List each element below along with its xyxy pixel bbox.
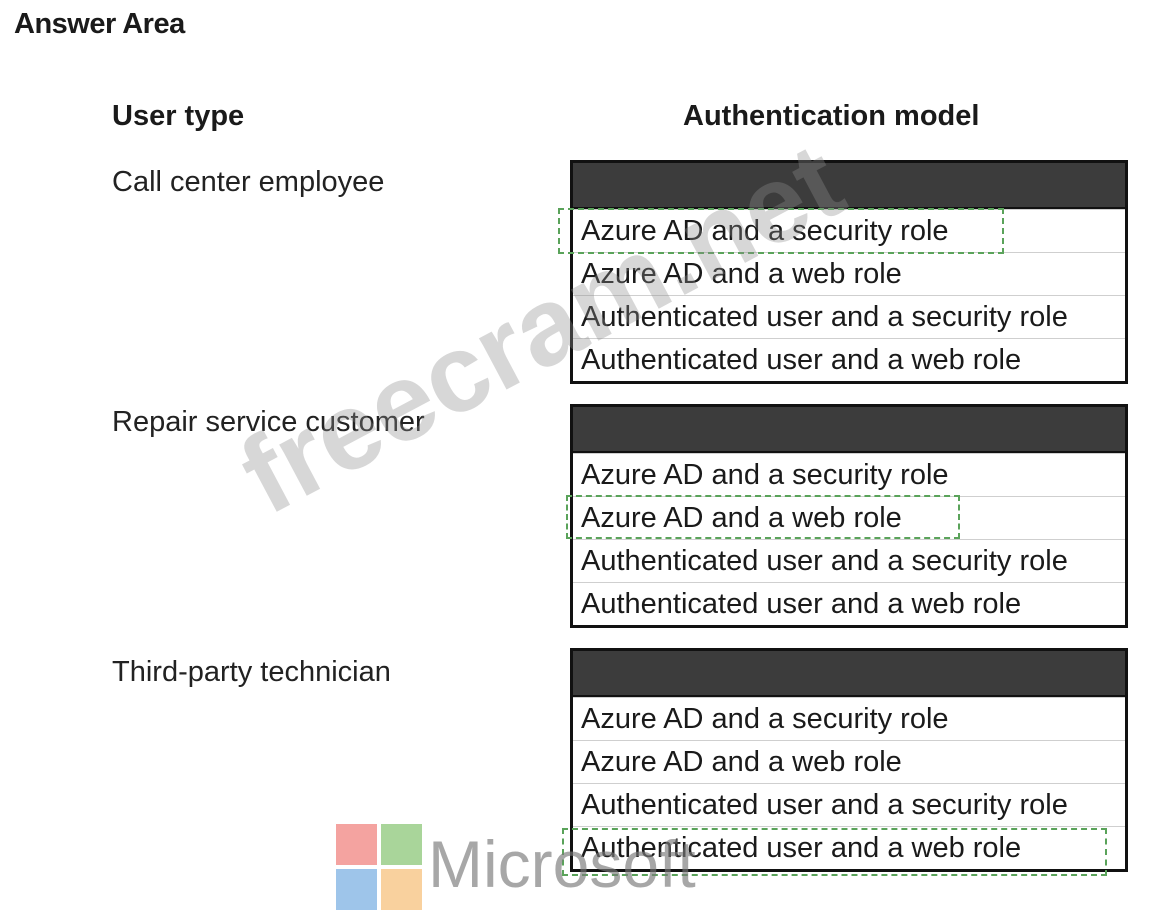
dropdown-option[interactable]: Azure AD and a security role <box>573 209 1125 252</box>
user-type-header: User type <box>112 100 245 132</box>
dropdown-option[interactable]: Authenticated user and a web role <box>573 338 1125 381</box>
microsoft-logo-icon <box>336 824 422 910</box>
auth-dropdown-repair-customer[interactable]: Azure AD and a security role Azure AD an… <box>570 404 1128 628</box>
user-label-third-party: Third-party technician <box>112 656 391 688</box>
dropdown-option[interactable]: Azure AD and a web role <box>573 252 1125 295</box>
dropdown-option[interactable]: Azure AD and a web role <box>573 496 1125 539</box>
logo-square-green <box>381 824 422 865</box>
dropdown-option[interactable]: Azure AD and a web role <box>573 740 1125 783</box>
dropdown-option[interactable]: Azure AD and a security role <box>573 697 1125 740</box>
auth-model-header: Authentication model <box>683 100 980 132</box>
dropdown-option[interactable]: Authenticated user and a security role <box>573 539 1125 582</box>
answer-area-title: Answer Area <box>14 8 185 40</box>
dropdown-option[interactable]: Authenticated user and a security role <box>573 295 1125 338</box>
dropdown-option[interactable]: Azure AD and a security role <box>573 453 1125 496</box>
dropdown-header[interactable] <box>573 163 1125 209</box>
auth-dropdown-third-party[interactable]: Azure AD and a security role Azure AD an… <box>570 648 1128 872</box>
user-label-repair-customer: Repair service customer <box>112 406 425 438</box>
dropdown-option[interactable]: Authenticated user and a security role <box>573 783 1125 826</box>
auth-dropdown-call-center[interactable]: Azure AD and a security role Azure AD an… <box>570 160 1128 384</box>
logo-square-blue <box>336 869 377 910</box>
dropdown-option[interactable]: Authenticated user and a web role <box>573 582 1125 625</box>
dropdown-option[interactable]: Authenticated user and a web role <box>573 826 1125 869</box>
logo-square-red <box>336 824 377 865</box>
dropdown-header[interactable] <box>573 407 1125 453</box>
dropdown-header[interactable] <box>573 651 1125 697</box>
user-label-call-center: Call center employee <box>112 166 385 198</box>
logo-square-yellow <box>381 869 422 910</box>
